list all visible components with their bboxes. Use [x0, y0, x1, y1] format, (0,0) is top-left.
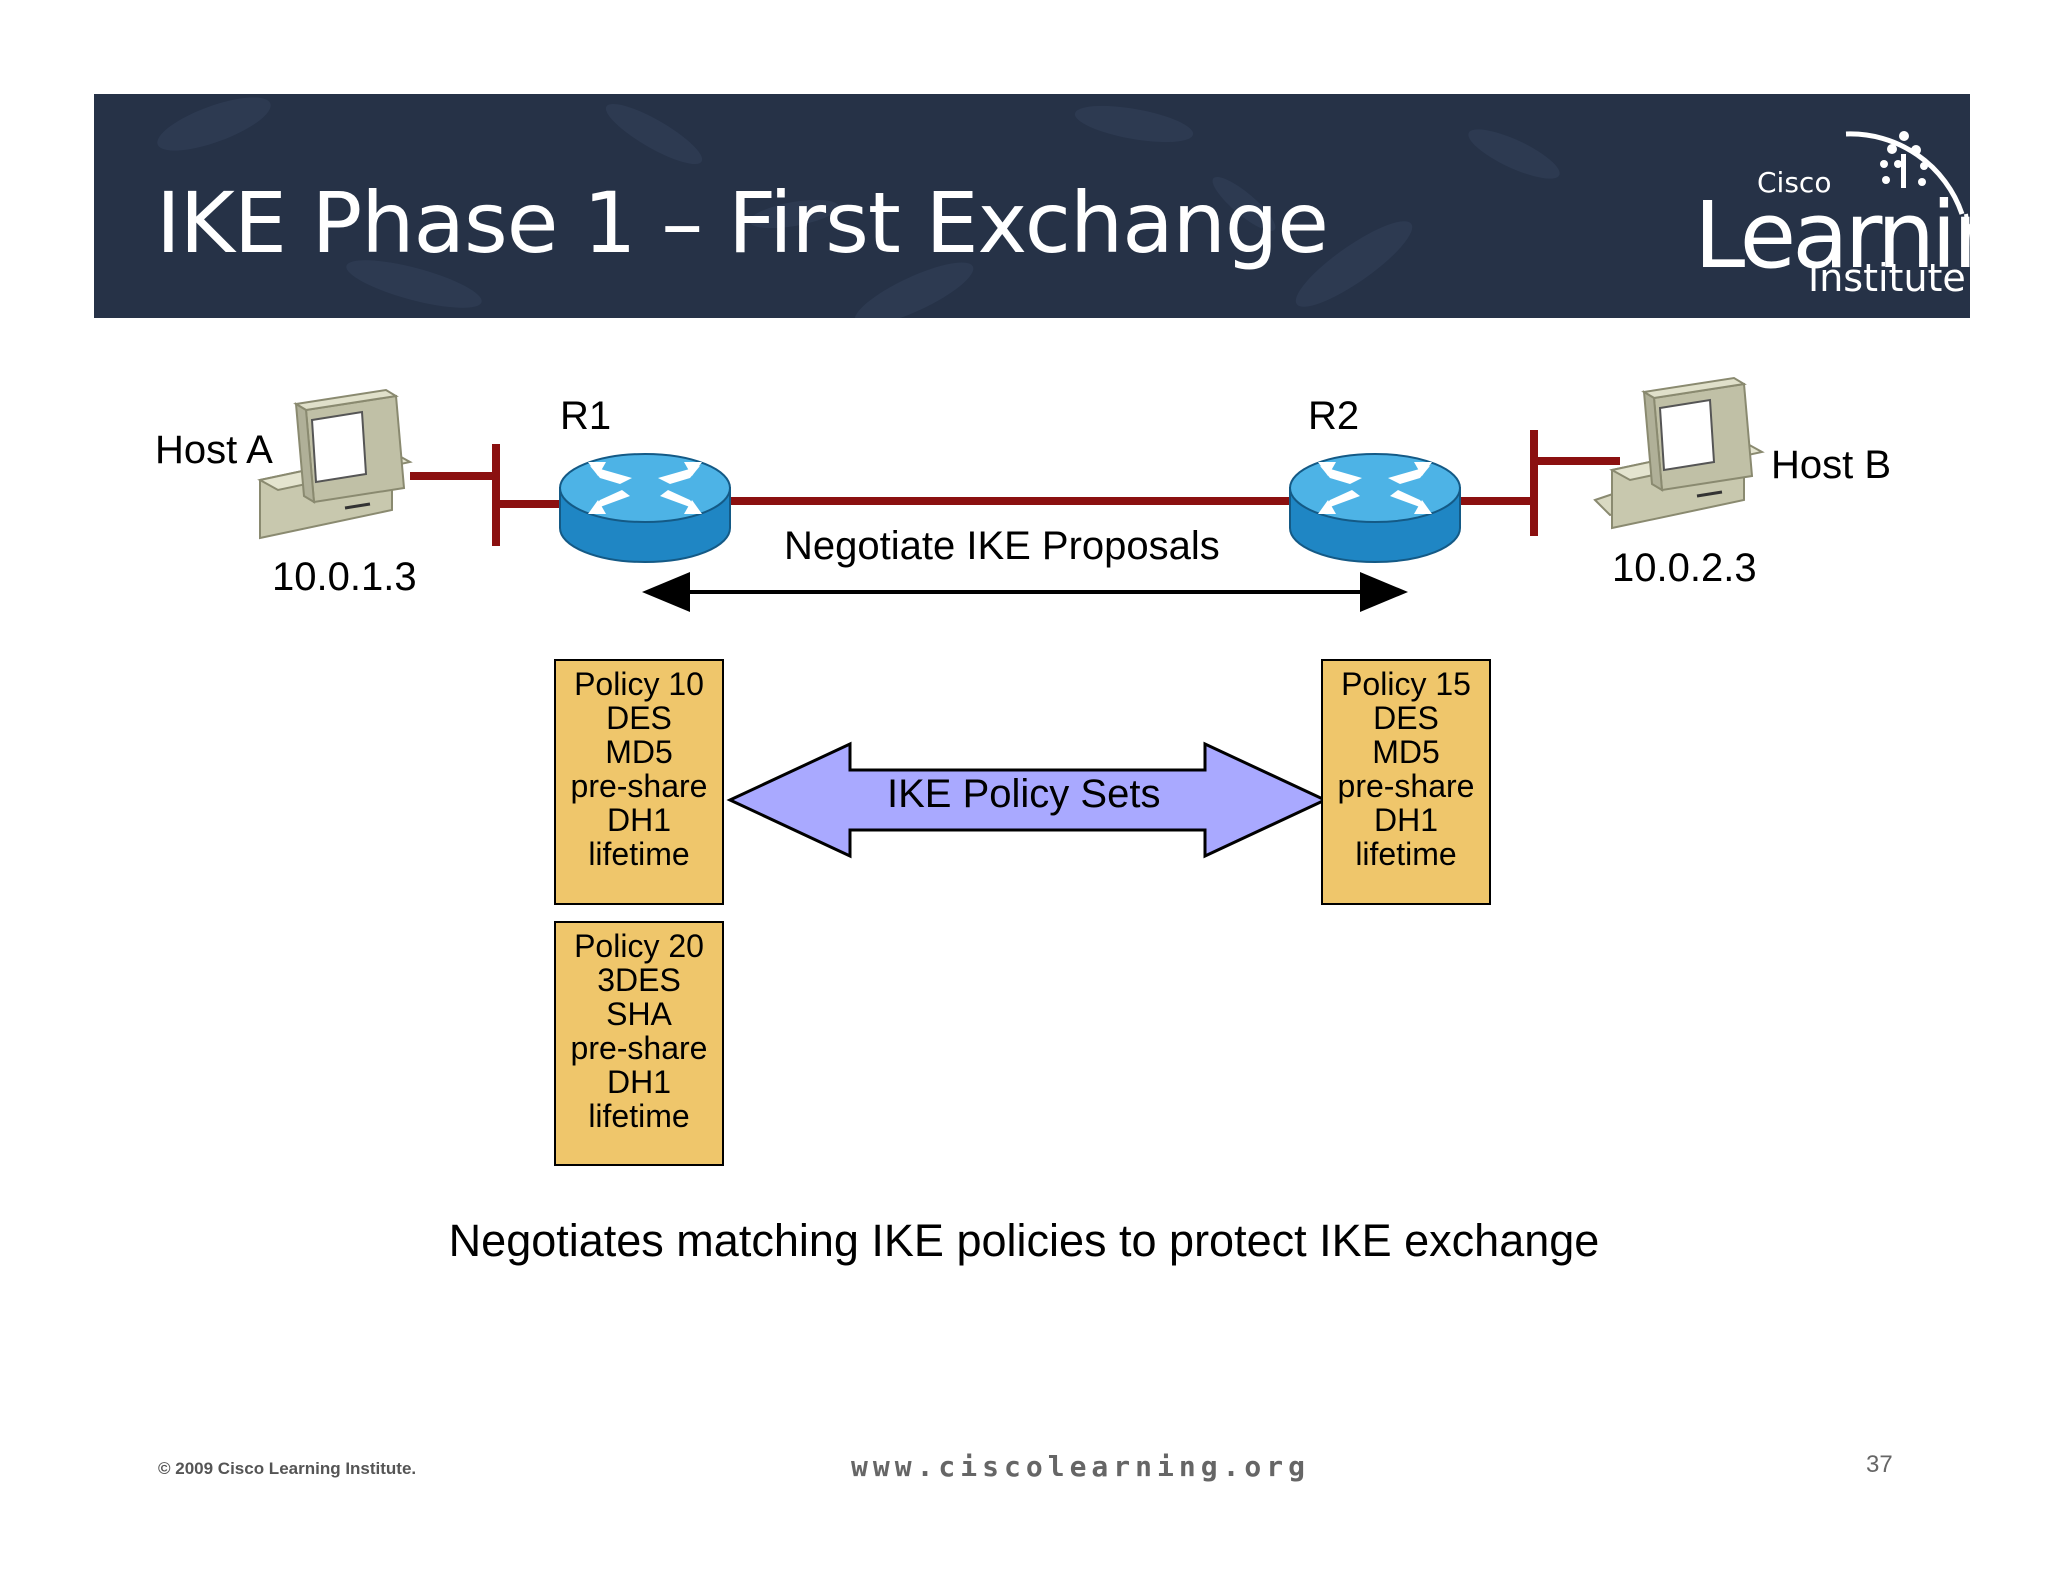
- negotiate-label: Negotiate IKE Proposals: [784, 524, 1220, 568]
- policy-line: Policy 20: [574, 928, 704, 964]
- title-banner: IKE Phase 1 – First Exchange Cisco Learn…: [94, 94, 1970, 318]
- footer-website: www.ciscolearning.org: [851, 1450, 1311, 1483]
- logo-institute-text: Institute: [1808, 256, 1966, 300]
- policy-line: DH1: [606, 1064, 671, 1100]
- policy-box-r1-10: Policy 10 DES MD5 pre-share DH1 lifetime: [554, 659, 724, 905]
- policy-line: lifetime: [588, 836, 690, 872]
- policy-line: Policy 15: [1341, 666, 1471, 702]
- policy-line: SHA: [606, 996, 672, 1032]
- policy-line: DES: [1373, 700, 1439, 736]
- page-number: 37: [1866, 1451, 1893, 1478]
- cisco-learning-institute-logo: Cisco Learning Institute: [1594, 94, 1970, 318]
- router-r1-label: R1: [560, 394, 612, 438]
- policy-line: lifetime: [588, 1098, 690, 1134]
- router-r2-icon: [1289, 453, 1461, 563]
- policy-box-r1-20: Policy 20 3DES SHA pre-share DH1 lifetim…: [554, 921, 724, 1166]
- logo-cisco-text: Cisco: [1757, 166, 1832, 199]
- banner-texture: [157, 97, 1560, 318]
- policy-line: DES: [606, 700, 672, 736]
- policy-line: pre-share: [1337, 768, 1475, 804]
- policy-line: Policy 10: [574, 666, 704, 702]
- logo-swoosh-icon: [1845, 131, 1970, 265]
- policy-line: DH1: [606, 802, 671, 838]
- host-b-computer-icon: [1593, 376, 1765, 530]
- logo-learning-text: Learning: [1694, 182, 1970, 289]
- router-r2-label: R2: [1308, 394, 1360, 438]
- host-a-ip: 10.0.1.3: [272, 555, 417, 599]
- policy-line: DH1: [1373, 802, 1438, 838]
- host-b-ip: 10.0.2.3: [1612, 546, 1757, 590]
- policy-line: lifetime: [1355, 836, 1457, 872]
- host-b-label: Host B: [1771, 443, 1892, 487]
- policy-line: 3DES: [597, 962, 681, 998]
- policy-line: MD5: [1372, 734, 1440, 770]
- host-a-computer-icon: [257, 388, 413, 540]
- slide-caption: Negotiates matching IKE policies to prot…: [448, 1215, 1600, 1266]
- policy-box-r2-15: Policy 15 DES MD5 pre-share DH1 lifetime: [1321, 659, 1491, 905]
- policy-line: MD5: [605, 734, 673, 770]
- footer-copyright: © 2009 Cisco Learning Institute.: [158, 1459, 417, 1478]
- slide-title: IKE Phase 1 – First Exchange: [156, 174, 1329, 272]
- network-links: [410, 430, 1620, 546]
- policy-line: pre-share: [570, 768, 708, 804]
- host-a-label: Host A: [155, 428, 273, 472]
- policy-sets-label: IKE Policy Sets: [887, 772, 1161, 816]
- router-r1-icon: [559, 453, 731, 563]
- policy-line: pre-share: [570, 1030, 708, 1066]
